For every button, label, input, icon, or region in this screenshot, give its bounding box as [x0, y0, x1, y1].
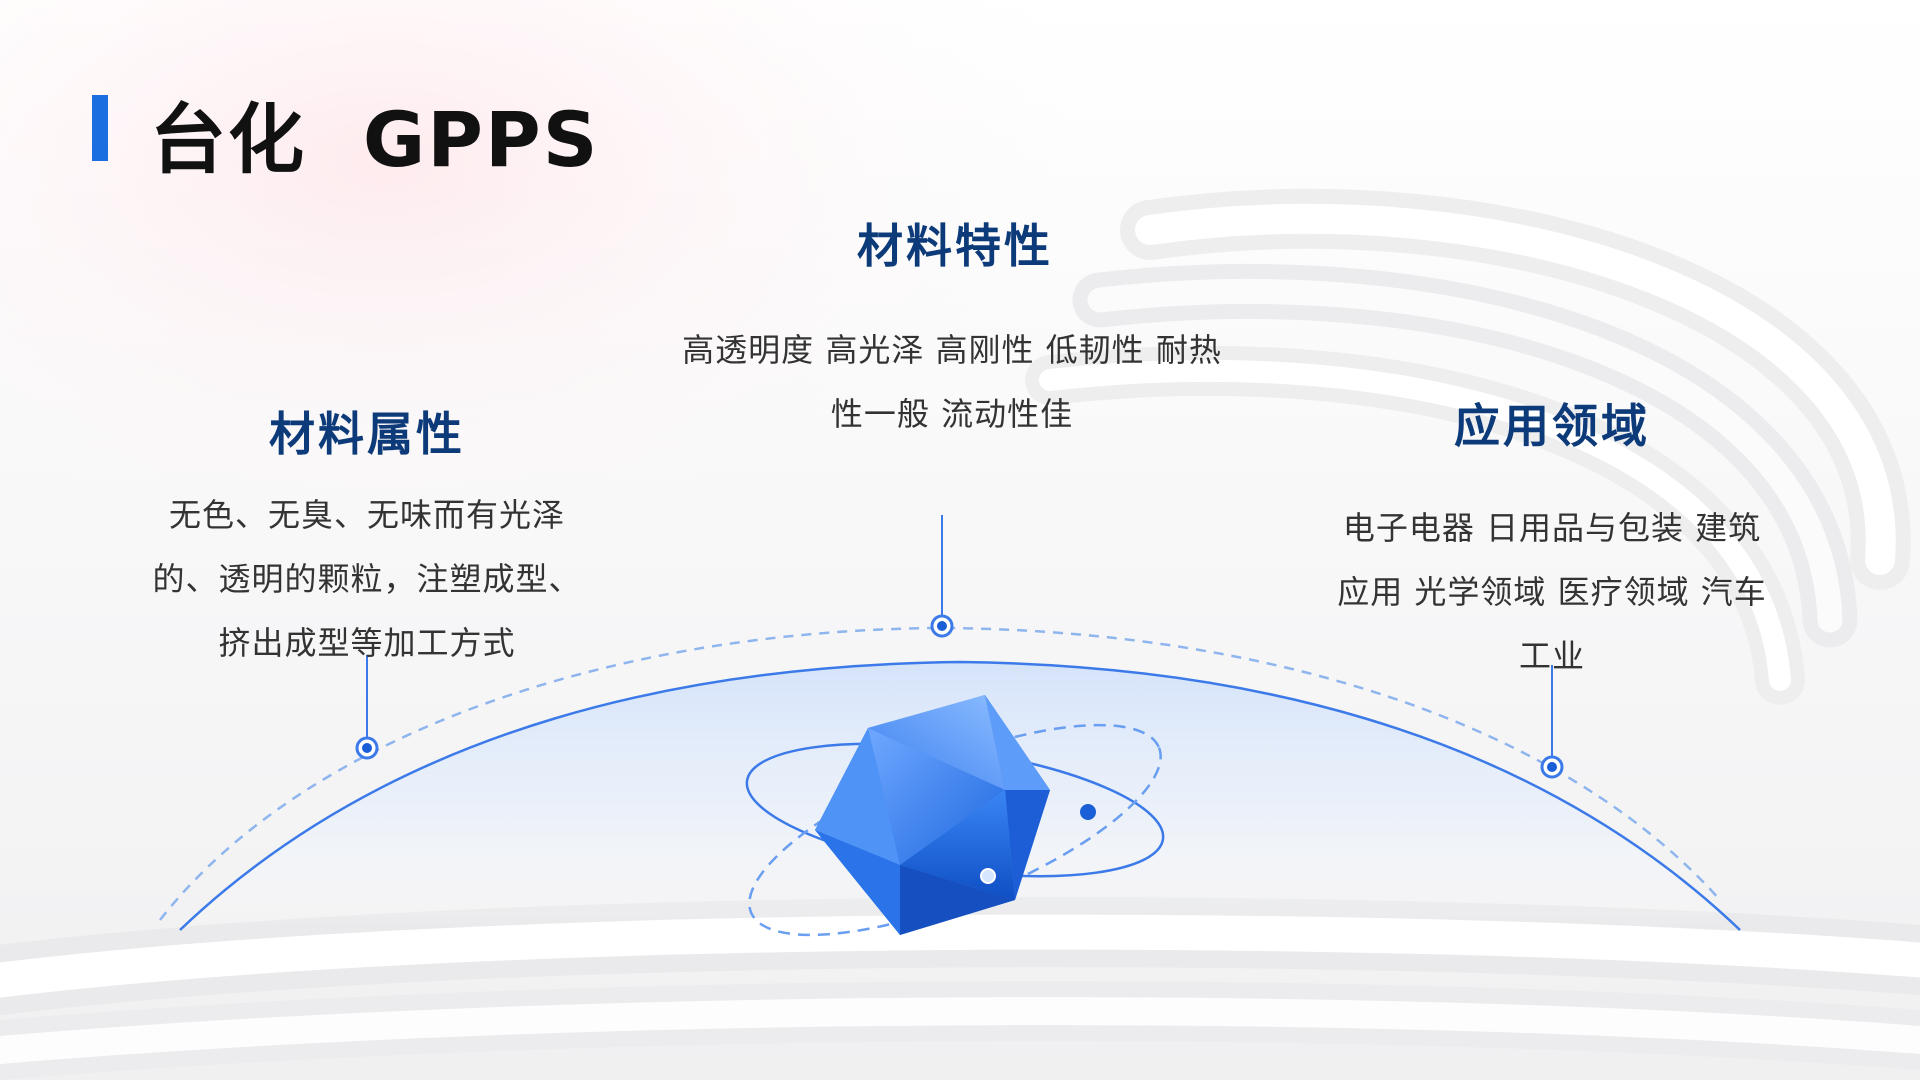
text-line: 挤出成型等加工方式 — [218, 624, 516, 662]
text-line: 电子电器 日用品与包装 建筑 — [1342, 509, 1762, 547]
title-accent-bar — [92, 95, 108, 161]
section-heading-properties: 材料属性 — [269, 407, 465, 461]
text-line: 工业 — [1518, 637, 1585, 675]
text-line: 性一般 流动性佳 — [830, 395, 1074, 433]
section-heading-applications: 应用领域 — [1454, 399, 1650, 453]
orbit-dot — [1080, 804, 1096, 820]
dome-outline — [179, 660, 1741, 931]
text-line: 高透明度 高光泽 高刚性 低韧性 耐热 — [682, 331, 1222, 369]
connector-center — [930, 515, 954, 638]
section-body-properties: 无色、无臭、无味而有光泽 的、透明的颗粒，注塑成型、 挤出成型等加工方式 — [117, 483, 617, 675]
page-title: 台化 GPPS — [150, 95, 600, 184]
ribbon-decoration — [0, 188, 1920, 1080]
text-line: 无色、无臭、无味而有光泽 — [168, 496, 565, 534]
section-body-characteristics: 高透明度 高光泽 高刚性 低韧性 耐热 性一般 流动性佳 — [652, 318, 1252, 446]
orbit-dot — [980, 868, 996, 884]
text-line: 应用 光学领域 医疗领域 汽车 — [1337, 573, 1767, 611]
connector-left — [355, 655, 379, 760]
text-line: 的、透明的颗粒，注塑成型、 — [152, 560, 582, 598]
connector-right — [1540, 665, 1564, 779]
section-heading-characteristics: 材料特性 — [857, 219, 1053, 273]
section-body-applications: 电子电器 日用品与包装 建筑 应用 光学领域 医疗领域 汽车 工业 — [1302, 496, 1802, 688]
dashed-orbit-arc — [159, 626, 1721, 921]
